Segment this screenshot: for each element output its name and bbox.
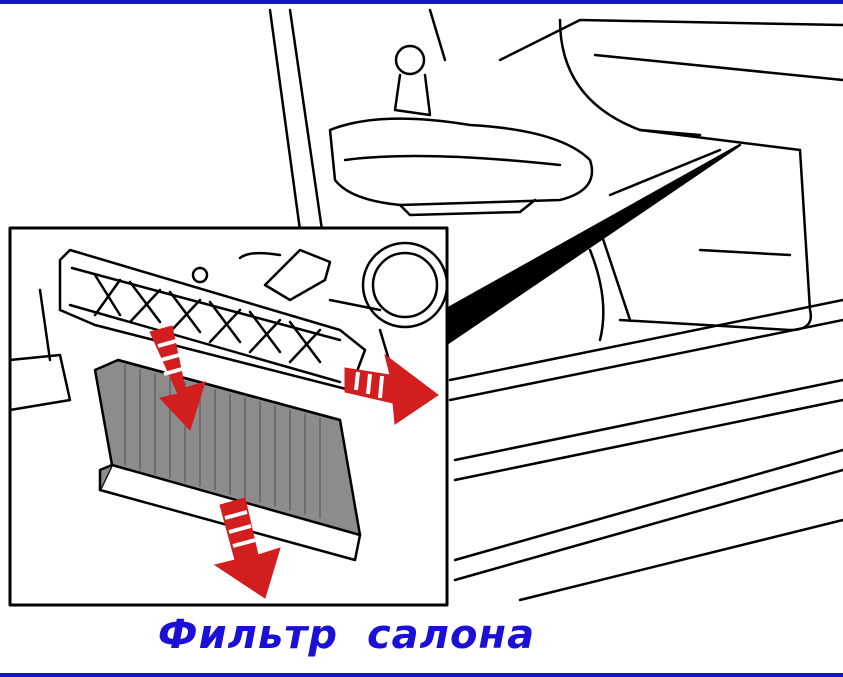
arrow-cover-right <box>344 353 439 425</box>
arrow-filter-down <box>213 497 281 599</box>
car-interior-drawing <box>268 8 843 602</box>
arrow-cover-down <box>149 325 206 431</box>
zoom-inset <box>8 226 449 607</box>
caption-title: Фильтр салона <box>157 612 536 658</box>
